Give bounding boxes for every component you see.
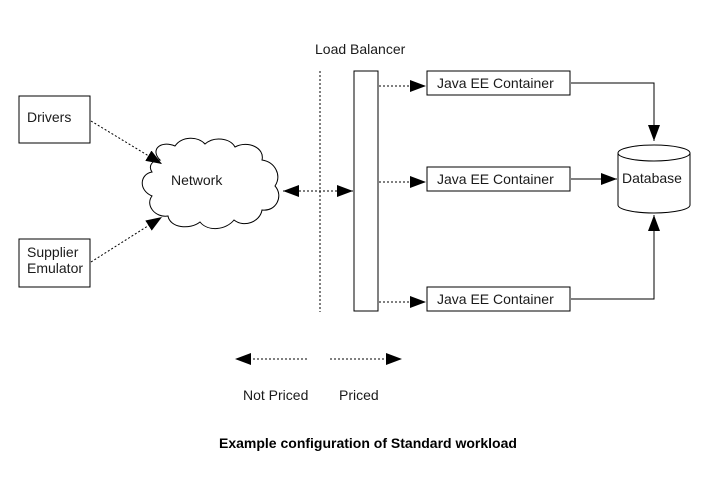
database-cylinder-top (617, 144, 691, 162)
container3-label: Java EE Container (437, 291, 554, 307)
network-label: Network (171, 172, 223, 188)
diagram-caption: Example configuration of Standard worklo… (219, 435, 517, 451)
load-balancer-label: Load Balancer (315, 41, 406, 57)
load-balancer-node (353, 70, 379, 312)
container3-to-db-arrow (571, 215, 660, 300)
legend-not-priced-label: Not Priced (243, 387, 308, 403)
supplier-to-network-arrow (90, 216, 163, 263)
drivers-to-network-arrow (90, 120, 163, 165)
database-cylinder-body (617, 153, 691, 214)
network-side-arrowhead (283, 185, 299, 197)
container2-node: Java EE Container (426, 166, 571, 192)
container1-node: Java EE Container (426, 70, 571, 96)
container2-label: Java EE Container (437, 171, 554, 187)
supplier-emulator-node: Supplier Emulator (18, 238, 91, 288)
network-cloud-node: Network (141, 137, 280, 229)
drivers-node: Drivers (18, 95, 91, 144)
container1-to-db-arrow (571, 82, 660, 141)
database-label: Database (622, 170, 682, 186)
supplier-label-line1: Supplier (27, 244, 79, 260)
container3-node: Java EE Container (426, 286, 571, 312)
container1-label: Java EE Container (437, 75, 554, 91)
cloud-shape (141, 137, 280, 229)
database-node: Database (617, 144, 691, 214)
legend-priced-label: Priced (339, 387, 379, 403)
drivers-label: Drivers (27, 109, 71, 125)
supplier-label-line2: Emulator (27, 260, 83, 276)
